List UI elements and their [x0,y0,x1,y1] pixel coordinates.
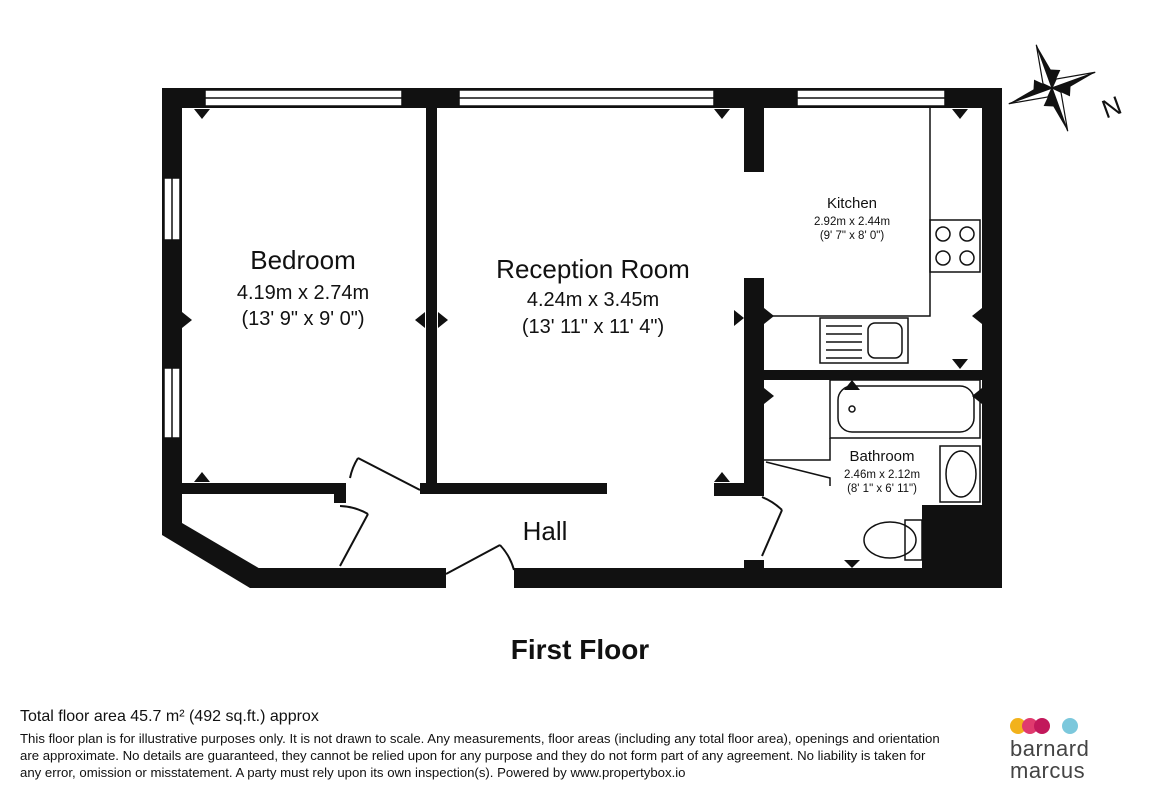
floor-title: First Floor [510,634,650,665]
bathroom-fittings [764,379,981,561]
bath-icon [829,379,981,439]
windows [163,89,946,439]
reception-metric: 4.24m x 3.45m [527,289,659,311]
bedroom-name: Bedroom [250,245,356,275]
dimension-arrows [182,109,982,568]
brand-line-2: marcus [1010,758,1086,783]
inner-walls [180,106,984,588]
bathroom-name: Bathroom [849,448,914,465]
disclaimer-text: This floor plan is for illustrative purp… [20,731,940,780]
bedroom-metric: 4.19m x 2.74m [237,282,369,304]
total-floor-area: Total floor area 45.7 m² (492 sq.ft.) ap… [20,708,319,725]
kitchen-metric: 2.92m x 2.44m [814,216,890,228]
compass-north-label: N [1098,90,1126,125]
brand-logo: barnard marcus [1010,716,1120,782]
room-labels: Bedroom 4.19m x 2.74m (13' 9" x 9' 0") R… [237,195,920,546]
bathroom-metric: 2.46m x 2.12m [844,469,920,481]
kitchen-imperial: (9' 7" x 8' 0") [820,230,884,242]
kitchen-name: Kitchen [827,195,877,212]
basin-icon [939,445,981,503]
doors [339,457,783,575]
brand-dots [1010,716,1120,738]
bathroom-imperial: (8' 1" x 6' 11") [847,483,917,495]
brand-wordmark: barnard marcus [1010,738,1120,782]
bedroom-imperial: (13' 9" x 9' 0") [242,308,365,330]
brand-dot [1062,718,1078,734]
reception-name: Reception Room [496,254,690,284]
outer-walls [162,88,1002,588]
brand-dot [1034,718,1050,734]
hob-icon [929,219,981,273]
kitchen-fittings [764,106,981,364]
hall-name: Hall [523,516,568,546]
brand-line-1: barnard [1010,736,1090,761]
compass-icon [1008,44,1096,132]
reception-imperial: (13' 11" x 11' 4") [522,316,664,338]
toilet-icon [863,521,917,559]
sink-icon [819,317,909,364]
